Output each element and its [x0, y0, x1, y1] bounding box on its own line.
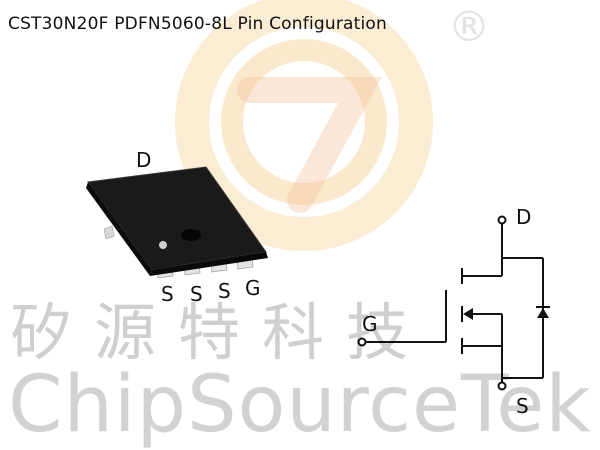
schematic-gate-label: G — [362, 312, 378, 336]
gate-terminal — [357, 337, 367, 347]
pin1-dot — [159, 241, 167, 249]
pin-label-s1: S — [161, 282, 174, 306]
pin-label-g: G — [245, 276, 261, 300]
source-terminal — [497, 381, 507, 391]
drain-terminal — [497, 215, 507, 225]
body-diode — [537, 308, 549, 318]
chinese-watermark: 矽源特科技 — [10, 296, 431, 369]
package-drain-label: D — [136, 148, 152, 172]
channel-arrow — [463, 308, 473, 320]
schematic-source-label: S — [516, 394, 529, 418]
pin-label-s2: S — [190, 282, 203, 306]
page-title: CST30N20F PDFN5060-8L Pin Configuration — [8, 14, 388, 34]
schematic-drain-label: D — [516, 205, 532, 229]
package-body — [88, 167, 266, 270]
english-watermark: ChipSourceTek — [8, 360, 592, 450]
pin-label-s3: S — [218, 279, 231, 303]
registered-mark-watermark: ® — [448, 2, 490, 51]
